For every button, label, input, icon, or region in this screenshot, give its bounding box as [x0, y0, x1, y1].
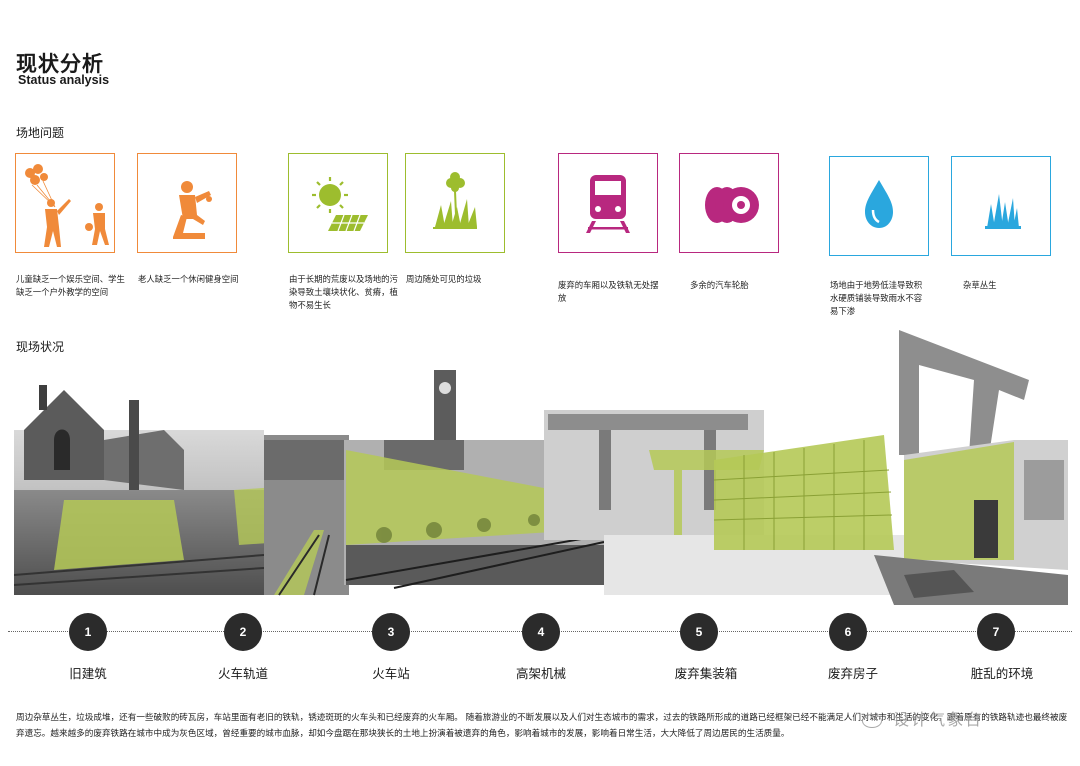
water-drop-icon: [865, 180, 893, 228]
problem-desc-tires: 多余的汽车轮胎: [690, 280, 749, 290]
step-7-label: 脏乱的环境: [970, 666, 1034, 681]
tires-icon: [705, 187, 759, 223]
problem-card-water: [829, 156, 929, 256]
problem-card-garbage: [405, 153, 505, 253]
step-2-badge: 2: [224, 613, 262, 651]
problem-desc-carriage: 废弃的车厢以及铁轨无处摆放: [558, 280, 659, 303]
sun-solar-panel-icon: [312, 177, 368, 232]
panorama-rails: [264, 435, 349, 596]
weeds-icon: [985, 194, 1021, 229]
site-panorama-collage: [14, 330, 1068, 605]
panorama-abandoned-house: [899, 330, 1068, 570]
footer-description: 周边杂草丛生，垃圾成堆，还有一些破败的砖瓦房，车站里面有老旧的铁轨，锈迹斑斑的火…: [16, 713, 1068, 739]
step-1-label: 旧建筑: [69, 666, 107, 681]
step-3-badge: 3: [372, 613, 410, 651]
step-1-badge: 1: [69, 613, 107, 651]
step-5-badge: 5: [680, 613, 718, 651]
problem-card-children: [15, 153, 115, 253]
problem-desc-garbage: 周边随处可见的垃圾: [406, 274, 482, 284]
problem-desc-soil: 由于长期的荒废以及场地的污染导致土壤块状化、贫瘠，植物不易生长: [289, 274, 398, 310]
problem-card-soil: [288, 153, 388, 253]
step-2-label: 火车轨道: [217, 666, 268, 681]
page-title: 现状分析: [16, 52, 104, 76]
problem-card-tires: [679, 153, 779, 253]
problem-card-elderly: [137, 153, 237, 253]
watermark-logo-icon: [862, 713, 882, 728]
children-balloons-icon: [25, 164, 109, 247]
step-6-badge: 6: [829, 613, 867, 651]
step-3-label: 火车站: [372, 666, 410, 681]
clover-grass-icon: [433, 172, 477, 229]
problem-desc-water: 场地由于地势低洼导致积水硬质铺装导致雨水不容易下渗: [830, 280, 923, 316]
step-6-label: 废弃房子: [827, 666, 878, 681]
problem-desc-children: 儿童缺乏一个娱乐空间、学生缺乏一个户外教学的空间: [16, 274, 125, 297]
elderly-exercise-icon: [173, 181, 212, 239]
step-7-badge: 7: [977, 613, 1015, 651]
problem-desc-weeds: 杂草丛生: [963, 280, 997, 290]
site-problems-heading: 场地问题: [16, 126, 65, 140]
page-subtitle: Status analysis: [18, 73, 110, 87]
step-4-label: 高架机械: [515, 666, 566, 681]
site-conditions-heading: 现场状况: [16, 340, 65, 354]
problem-desc-elderly: 老人缺乏一个休闲健身空间: [138, 274, 239, 284]
watermark-text: 设计气象台: [893, 710, 984, 729]
step-4-badge: 4: [522, 613, 560, 651]
train-icon: [586, 175, 630, 233]
problem-card-carriage: [558, 153, 658, 253]
watermark: 设计气象台: [862, 706, 983, 730]
step-5-label: 废弃集装箱: [674, 666, 738, 681]
problem-card-weeds: [951, 156, 1051, 256]
panorama-messy-environment: [874, 555, 1068, 605]
